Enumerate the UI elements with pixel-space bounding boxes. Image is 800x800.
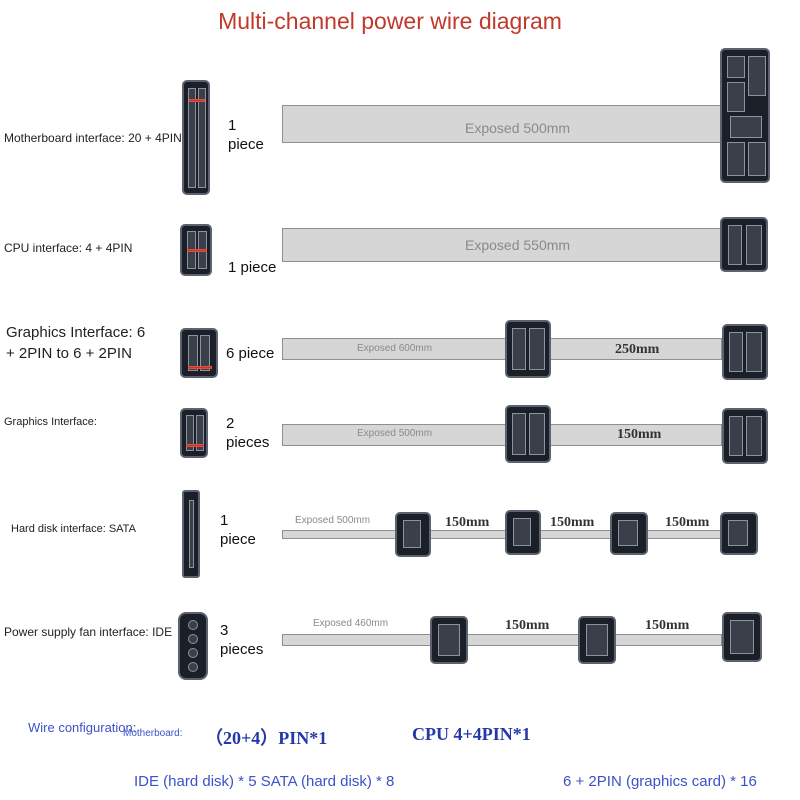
sata-connector-4 <box>720 512 758 555</box>
cable-cpu <box>282 228 722 262</box>
graphics-mid-connector-2 <box>505 405 551 463</box>
cable-length-motherboard: Exposed 500mm <box>465 120 571 136</box>
cpu-8pin-connector <box>180 224 212 276</box>
cpu-8pin-end-connector <box>720 217 768 272</box>
sata-connector-3 <box>610 512 648 555</box>
segment-length-sata-2: 150mm <box>550 515 595 530</box>
row-label-ide: Power supply fan interface: IDE <box>4 625 173 639</box>
ide-connector-1 <box>430 616 468 664</box>
row-count-ide: 3 pieces <box>220 622 264 658</box>
cable-graphics-dual <box>282 338 722 360</box>
sata-connector <box>182 490 200 578</box>
config-motherboard-label: Motherboard: <box>123 728 183 739</box>
row-label-graphics: Graphics Interface: <box>4 416 97 428</box>
graphics-end-connector <box>722 324 768 380</box>
cable-length-graphics: Exposed 500mm <box>357 428 433 439</box>
row-count-graphics: 2 pieces <box>226 415 270 451</box>
diagram-title: Multi-channel power wire diagram <box>218 8 562 34</box>
row-label-motherboard: Motherboard interface: 20 + 4PIN <box>4 131 182 145</box>
motherboard-24pin-connector <box>182 80 210 195</box>
segment-length-graphics-dual: 250mm <box>615 342 660 357</box>
motherboard-24pin-end-connector <box>720 48 770 183</box>
sata-connector-1 <box>395 512 431 557</box>
config-motherboard-value: （20+4）PIN*1 <box>205 728 328 748</box>
sata-connector-2 <box>505 510 541 555</box>
row-count-sata: 1 piece <box>220 512 256 548</box>
graphics-end-connector-2 <box>722 408 768 464</box>
ide-connector-2 <box>578 616 616 664</box>
cable-length-ide: Exposed 460mm <box>313 618 389 629</box>
cable-motherboard <box>282 105 722 143</box>
graphics-6pin-connector <box>180 408 208 458</box>
cable-length-cpu: Exposed 550mm <box>465 237 571 253</box>
cable-graphics <box>282 424 722 446</box>
segment-length-graphics: 150mm <box>617 427 662 442</box>
cable-length-sata: Exposed 500mm <box>295 515 371 526</box>
ide-connector-3 <box>722 612 762 662</box>
ide-molex-connector <box>178 612 208 680</box>
row-count-graphics-dual: 6 piece <box>226 345 275 362</box>
segment-length-sata-3: 150mm <box>665 515 710 530</box>
config-label: Wire configuration: <box>28 720 137 735</box>
segment-length-ide-2: 150mm <box>645 618 690 633</box>
row-label-cpu: CPU interface: 4 + 4PIN <box>4 241 133 255</box>
graphics-mid-connector <box>505 320 551 378</box>
row-count-motherboard: 1 piece <box>228 117 264 153</box>
cable-ide <box>282 634 722 646</box>
row-label-graphics-dual: Graphics Interface: 6 + 2PIN to 6 + 2PIN <box>6 324 146 362</box>
config-graphics: 6 + 2PIN (graphics card) * 16 <box>563 773 757 790</box>
row-label-sata: Hard disk interface: SATA <box>11 523 136 535</box>
cable-length-graphics-dual: Exposed 600mm <box>357 343 433 354</box>
segment-length-ide-1: 150mm <box>505 618 550 633</box>
config-cpu-value: CPU 4+4PIN*1 <box>412 724 531 744</box>
config-ide-sata: IDE (hard disk) * 5 SATA (hard disk) * 8 <box>134 773 395 790</box>
row-count-cpu: 1 piece <box>228 259 277 276</box>
segment-length-sata-1: 150mm <box>445 515 490 530</box>
graphics-8pin-connector <box>180 328 218 378</box>
